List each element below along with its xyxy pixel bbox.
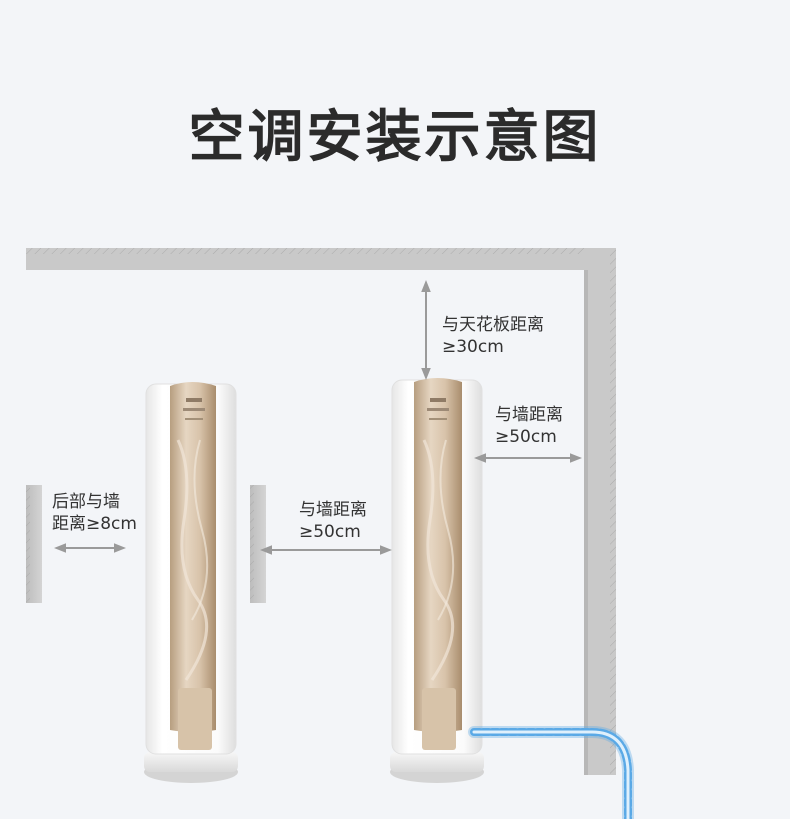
room-wall [26,248,616,775]
right-wall-label-line1: 与墙距离 [495,405,563,425]
refrigerant-pipe [468,726,634,819]
ceiling-distance-label: 与天花板距离 ≥30cm [442,314,544,358]
side-wall-label-line2: ≥50cm [299,522,361,542]
ac-unit-left [144,382,238,783]
back-wall-label-line1: 后部与墙 [52,492,120,512]
ceiling-label-line2: ≥30cm [442,337,504,357]
back-wall-distance-label: 后部与墙 距离≥8cm [52,491,137,535]
ac-unit-right [390,378,484,783]
page-title: 空调安装示意图 [188,105,602,170]
right-wall-distance-label: 与墙距离 ≥50cm [495,404,563,448]
side-wall-distance-label: 与墙距离 ≥50cm [299,499,367,543]
side-wall-segment [250,485,266,603]
side-wall-label-line1: 与墙距离 [299,500,367,520]
ceiling-label-line1: 与天花板距离 [442,315,544,335]
right-wall-label-line2: ≥50cm [495,427,557,447]
back-wall-label-line2: 距离≥8cm [52,514,137,534]
back-wall-segment [26,485,42,603]
